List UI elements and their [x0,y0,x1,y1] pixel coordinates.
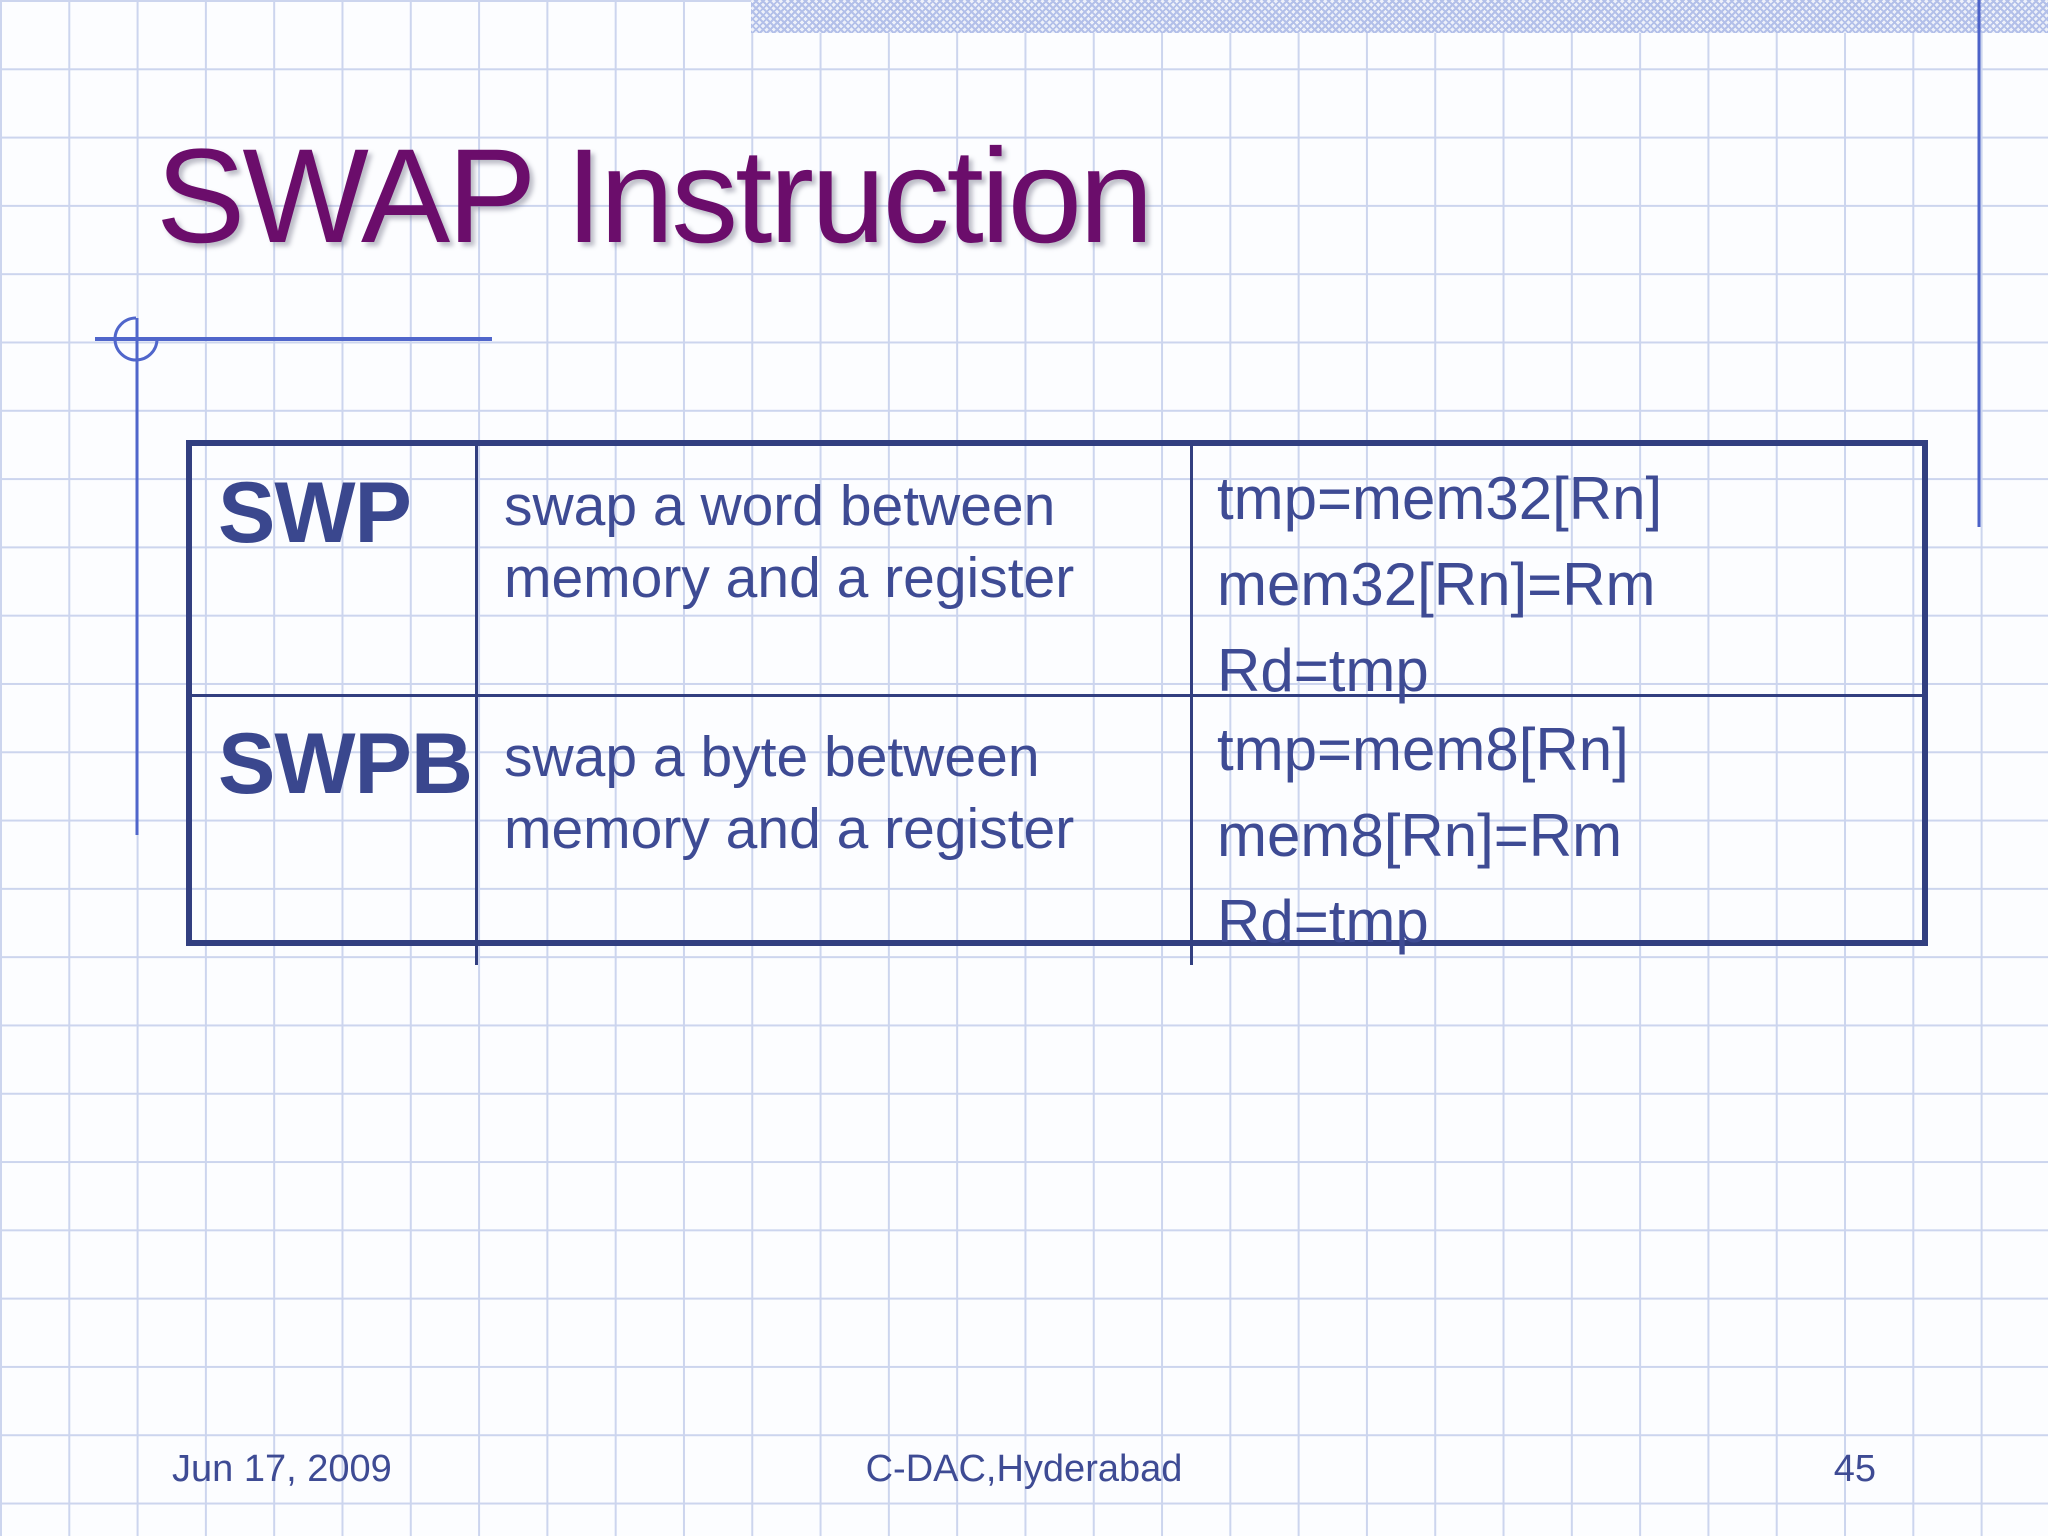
footer-page-number: 45 [1833,1448,1876,1490]
code-line: tmp=mem32[Rn] [1217,465,1663,532]
table-cell-description-swp: swap a word between memory and a registe… [478,446,1193,697]
table-cell-description-swpb: swap a byte between memory and a registe… [478,697,1193,965]
table-cell-mnemonic-swpb: SWPB [192,697,478,965]
footer-date: Jun 17, 2009 [172,1448,392,1490]
description-line: swap a word between [504,474,1056,538]
table-cell-mnemonic-swp: SWP [192,446,478,697]
description-line: memory and a register [504,797,1075,861]
code-line: mem32[Rn]=Rm [1217,551,1656,618]
code-line: mem8[Rn]=Rm [1217,802,1623,869]
code-line: tmp=mem8[Rn] [1217,716,1629,783]
table-cell-code-swp: tmp=mem32[Rn] mem32[Rn]=Rm Rd=tmp [1193,446,1922,704]
description-line: swap a byte between [504,725,1040,789]
code-line: Rd=tmp [1217,637,1429,704]
instruction-table: SWP swap a word between memory and a reg… [186,440,1928,965]
hatched-texture-strip [751,0,2048,33]
page-title: SWAP Instruction [156,122,1154,271]
compass-circle-icon [113,316,159,362]
description-line: memory and a register [504,546,1075,610]
footer-organization: C-DAC,Hyderabad [865,1448,1183,1490]
table-cell-code-swpb: tmp=mem8[Rn] mem8[Rn]=Rm Rd=tmp [1193,697,1922,965]
code-line: Rd=tmp [1217,888,1429,955]
